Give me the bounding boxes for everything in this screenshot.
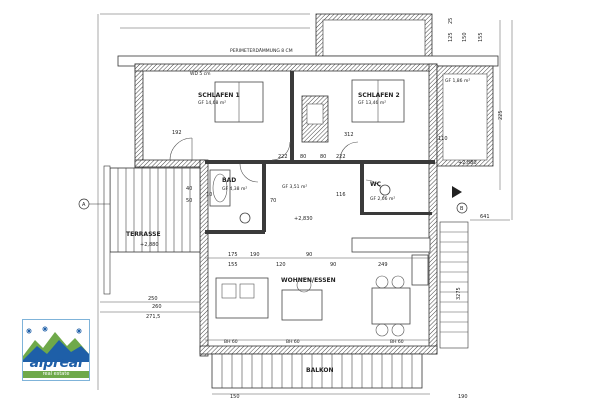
dim-2830: +2,830 — [294, 216, 313, 222]
dim-150: 150 — [230, 394, 240, 400]
room-label-wohnen-essen: WOHNEN/ESSEN — [281, 277, 336, 284]
room-label-schlafen1: SCHLAFEN 1 — [198, 92, 240, 99]
room-detail-bad-area: GF 4,38 m² — [222, 186, 247, 192]
dim-260: 260 — [152, 304, 162, 310]
dim-2880: +2,880 — [458, 160, 477, 166]
dim-110: 110 — [438, 136, 448, 142]
axis-label-b: B — [460, 206, 464, 212]
dim-120: 120 — [276, 262, 286, 268]
wall-sch1-south — [134, 159, 206, 168]
toilet-bad — [239, 212, 251, 224]
room-detail-small-area: GF 1,86 m² — [445, 78, 470, 84]
perimeter-label: PERIMETERDÄMMUNG 8 CM — [230, 47, 293, 54]
wall-east — [428, 63, 438, 355]
wall-bath-south — [205, 230, 265, 234]
coffee-table — [281, 289, 323, 321]
room-detail-vr-area: GF 3,51 m² — [282, 184, 307, 190]
dim-top-4: 155 — [478, 32, 484, 42]
wall-bath-east — [262, 164, 266, 232]
room-label-wc: WC — [370, 181, 382, 188]
room-label-bad: BAD — [222, 177, 236, 184]
bathtub — [209, 169, 231, 207]
dim-80a: 80 — [300, 154, 306, 160]
dim-222a: 222 — [278, 154, 288, 160]
toilet-wc — [379, 184, 391, 196]
dim-116: 116 — [336, 192, 346, 198]
room-detail-s1-area: GF 14,68 m² — [198, 100, 226, 106]
wall-south — [199, 345, 438, 355]
dim-80b: 80 — [320, 154, 326, 160]
wall-wc-south — [360, 212, 432, 215]
kitchen-counter — [351, 237, 431, 253]
axis-label-a: A — [82, 202, 86, 208]
wall-corridor-north — [205, 160, 435, 164]
room-label-balkon: BALKON — [306, 367, 334, 374]
dim-312: 312 — [344, 132, 354, 138]
dim-top-1: 125 — [448, 32, 454, 42]
dim-225: 225 — [498, 110, 504, 120]
wall-between-bedrooms — [290, 71, 294, 161]
axis-marker-b — [456, 202, 468, 214]
mountain-icon — [23, 320, 89, 380]
dim-175: 175 — [228, 252, 238, 258]
alpreal-logo: alpreal real estate — [22, 319, 90, 381]
dim-10: 10 — [206, 192, 212, 198]
logo-tagline: real estate — [23, 371, 89, 378]
dining-table — [371, 287, 411, 325]
dim-bh60c: BH 60 — [390, 339, 404, 345]
dim-3275: 3275 — [456, 287, 462, 300]
wall-west-upper — [134, 63, 144, 175]
dim-bh60a: BH 60 — [224, 339, 238, 345]
dim-271: 271,5 — [146, 314, 160, 320]
dim-70: 70 — [270, 198, 276, 204]
terrace-deck — [109, 167, 201, 253]
dim-90a: 90 — [306, 252, 312, 258]
dim-50: 50 — [186, 198, 192, 204]
dim-top-2: 25 — [448, 18, 454, 24]
wall-wc-west — [360, 164, 364, 214]
room-label-schlafen2: SCHLAFEN 2 — [358, 92, 400, 99]
dim-222b: 222 — [336, 154, 346, 160]
logo-name: alpreal — [29, 355, 83, 371]
dim-40: 40 — [186, 186, 192, 192]
room-label-terrasse: TERRASSE — [126, 231, 161, 238]
dim-192: 192 — [172, 130, 182, 136]
room-detail-s2-area: GF 13,46 m² — [358, 100, 386, 106]
dim-641: 641 — [480, 214, 490, 220]
room-detail-s1-wd: WD 5 cm — [190, 71, 211, 77]
dim-bh60b: BH 60 — [286, 339, 300, 345]
dim-250: 250 — [148, 296, 158, 302]
dim-top-3: 150 — [462, 32, 468, 42]
dim-249: 249 — [378, 262, 388, 268]
wall-north — [134, 63, 438, 72]
dim-90b: 90 — [330, 262, 336, 268]
dim-2880b: +2,880 — [140, 242, 159, 248]
dim-190b: 190 — [458, 394, 468, 400]
dim-190: 190 — [250, 252, 260, 258]
balcony-deck — [211, 353, 423, 389]
side-railing — [439, 221, 469, 349]
room-detail-wc-area: GF 2,66 m² — [370, 196, 395, 202]
dim-155: 155 — [228, 262, 238, 268]
